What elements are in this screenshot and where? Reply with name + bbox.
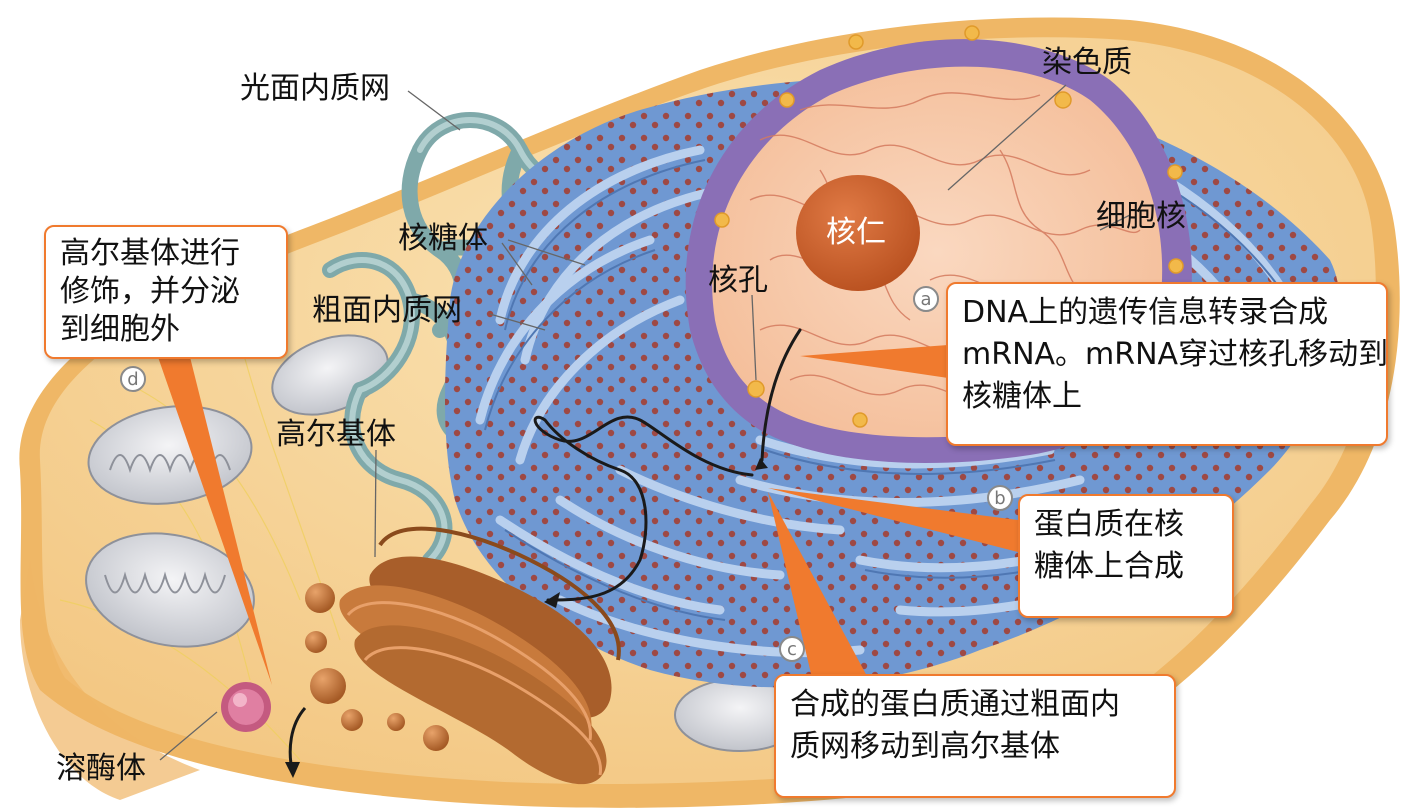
step-b-badge: b — [987, 485, 1013, 511]
step-a-badge: a — [913, 286, 939, 312]
secretion-arrowhead — [285, 762, 300, 778]
label-lysosome: 溶酶体 — [56, 751, 146, 786]
callout-a-line-1: DNA上的遗传信息转录合成 — [962, 295, 1329, 330]
callout-c-line-2: 质网移动到高尔基体 — [790, 729, 1060, 764]
callout-b-line-2: 糖体上合成 — [1034, 549, 1184, 584]
vesicles — [305, 583, 449, 751]
callout-b-line-1: 蛋白质在核 — [1034, 507, 1184, 542]
label-ribosome: 核糖体 — [398, 221, 488, 256]
label-chromatin: 染色质 — [1042, 45, 1132, 80]
step-c-badge: c — [779, 636, 805, 662]
callout-d-line-2: 修饰，并分泌 — [60, 274, 240, 309]
mitochondrion-2 — [85, 532, 255, 648]
protein-arrowhead — [544, 592, 560, 608]
callout-c: 合成的蛋白质通过粗面内 质网移动到高尔基体 — [774, 674, 1176, 798]
callout-d-line-1: 高尔基体进行 — [60, 236, 240, 271]
callout-b: 蛋白质在核 糖体上合成 — [1018, 494, 1234, 618]
label-nuclear-pore: 核孔 — [708, 263, 768, 298]
label-rough-er: 粗面内质网 — [312, 293, 462, 328]
mrna-arrowhead — [755, 458, 768, 470]
golgi-apparatus — [339, 526, 621, 785]
label-smooth-er: 光面内质网 — [240, 71, 390, 106]
leader-lines — [159, 84, 1131, 761]
step-d-badge: d — [120, 366, 146, 392]
label-nucleus: 细胞核 — [1096, 199, 1186, 234]
mrna-path-arrow — [533, 328, 802, 602]
label-nucleolus: 核仁 — [826, 215, 886, 250]
callout-d-line-3: 到细胞外 — [60, 312, 180, 347]
lysosome — [221, 682, 271, 732]
callout-a: DNA上的遗传信息转录合成 mRNA。mRNA穿过核孔移动到 核糖体上 — [946, 282, 1388, 446]
callout-a-line-2: mRNA。mRNA穿过核孔移动到 — [962, 337, 1389, 372]
callout-c-line-1: 合成的蛋白质通过粗面内 — [790, 687, 1120, 722]
callout-d: 高尔基体进行 修饰，并分泌 到细胞外 — [44, 225, 288, 359]
callout-pointers — [158, 345, 1018, 685]
callout-a-line-3: 核糖体上 — [962, 379, 1082, 414]
nucleolus — [796, 175, 920, 291]
label-golgi: 高尔基体 — [276, 417, 396, 452]
